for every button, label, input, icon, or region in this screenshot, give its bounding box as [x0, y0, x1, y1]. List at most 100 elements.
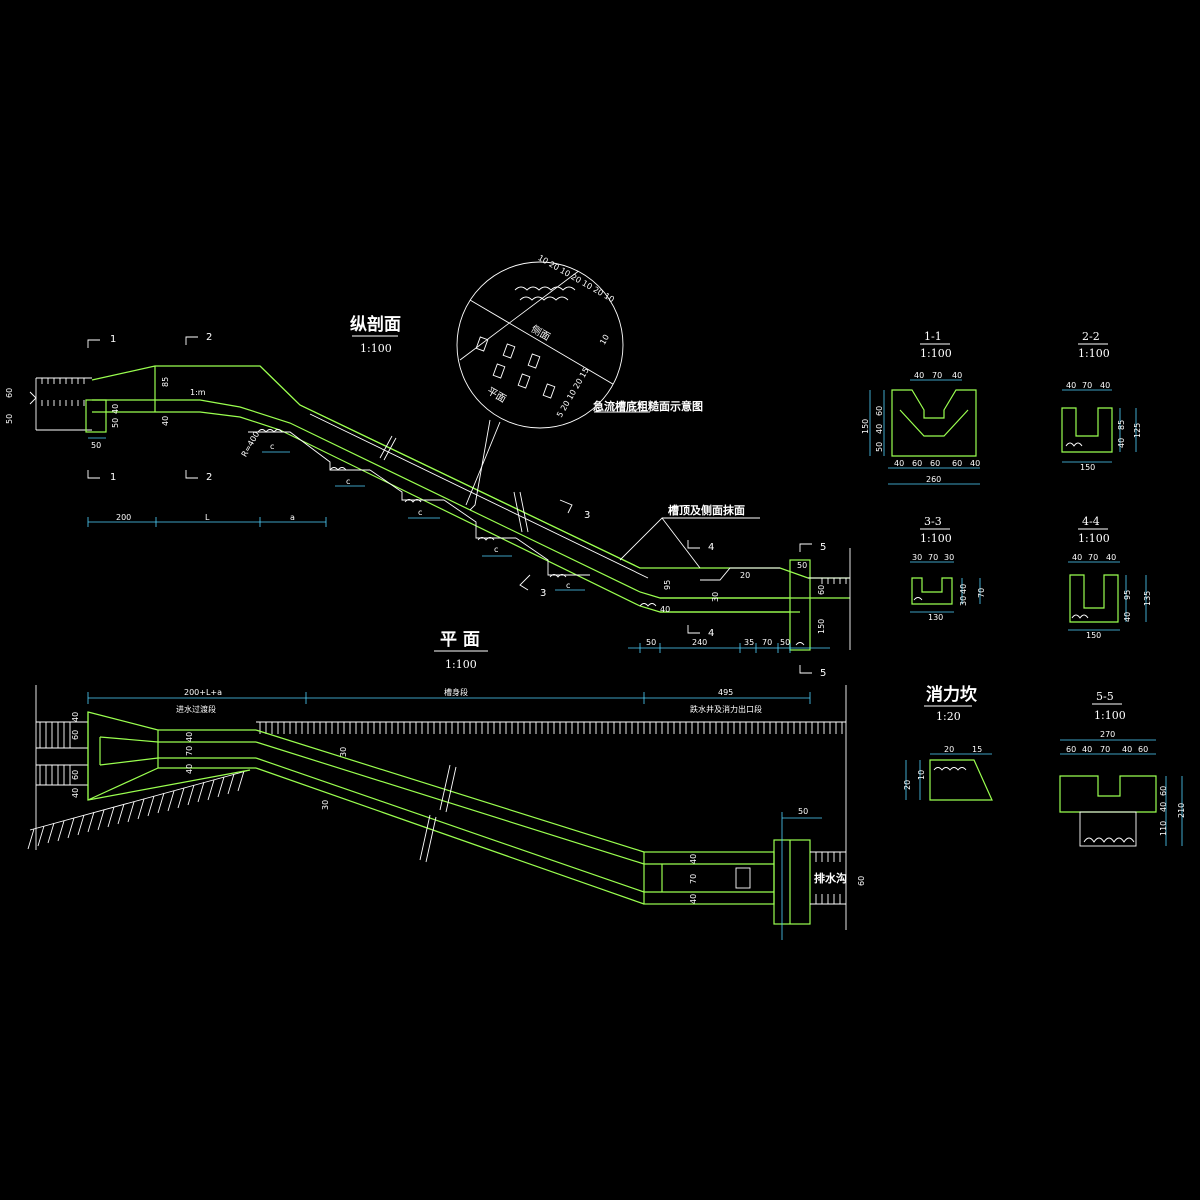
s44-right-2: 135	[1143, 591, 1152, 606]
s33-top-2: 30	[944, 553, 954, 562]
s55-title: 5-5	[1096, 690, 1114, 703]
detail-side-label: 侧面	[529, 322, 553, 343]
s55-right-0: 60	[1159, 786, 1168, 796]
section-5-5: 5-5 1:100 270 60 40 70 40 60 60 40 110 2…	[1059, 690, 1186, 847]
section-4-4: 4-4 1:100 40 70 40 150 95 40 135	[1068, 515, 1152, 640]
plan-right-60: 60	[857, 876, 866, 886]
profile-bot-35: 35	[744, 638, 754, 647]
plan-outlet	[643, 685, 847, 930]
s55-total: 270	[1100, 730, 1115, 739]
s11-dims: 40 70 40 40 60 60 60 40 260 60 40 50 150	[861, 371, 980, 485]
sill-left-0: 10	[917, 770, 926, 780]
section-mark-2-top: 2	[206, 332, 212, 343]
s11-left-3: 150	[861, 419, 870, 434]
detail-title: 急流槽底粗糙面示意图	[593, 399, 703, 413]
profile-dim-60: 60	[5, 388, 14, 398]
plan-drain-label: 排水沟	[814, 871, 847, 885]
plan-view: 平 面 1:100 200+L+a 槽身段 495 进水过渡段 跌水井及消力出口…	[27, 630, 866, 940]
plan-chute-30b: 30	[321, 800, 330, 810]
plan-top-body: 槽身段	[444, 687, 468, 697]
left-ground-hatch	[29, 377, 92, 431]
plan-seg3: 跌水井及消力出口段	[690, 704, 762, 714]
plan-top-495: 495	[718, 688, 733, 697]
section-mark-5-bot: 5	[820, 668, 826, 679]
plan-inlet	[87, 711, 256, 801]
s44-bot: 150	[1086, 631, 1101, 640]
energy-sill: 消力坎 1:20 20 15 10 20	[903, 684, 993, 801]
profile-dim-L: L	[205, 513, 210, 522]
s11-title: 1-1	[924, 330, 942, 343]
s22-right-2: 125	[1133, 423, 1142, 438]
s11-top-2: 40	[952, 371, 962, 380]
profile-dim-50r: 50	[797, 561, 807, 570]
profile-dim-50: 50	[5, 414, 14, 424]
profile-dim-40: 40	[111, 404, 120, 414]
plan-left-40a: 40	[71, 712, 80, 722]
s44-scale: 1:100	[1078, 532, 1110, 545]
profile-dim-85: 85	[161, 377, 170, 387]
s11-left-2: 50	[875, 442, 884, 452]
plan-chute	[255, 729, 645, 905]
s55-right-3: 210	[1177, 803, 1186, 818]
plan-inlet-40a: 40	[185, 732, 194, 742]
s11-scale: 1:100	[920, 347, 952, 360]
s11-top-1: 70	[932, 371, 942, 380]
profile-dim-30: 30	[711, 592, 720, 602]
profile-dim-40b: 40	[161, 416, 170, 426]
s33-right-0: 40	[959, 584, 968, 594]
detail-dims-bot: 5 20 10 20 15	[555, 366, 591, 419]
s22-top-1: 70	[1082, 381, 1092, 390]
profile-bot-70: 70	[762, 638, 772, 647]
s11-total: 260	[926, 475, 941, 484]
profile-title: 纵剖面	[350, 314, 401, 335]
s11-bot-2: 60	[930, 459, 940, 468]
s55-right-2: 110	[1159, 821, 1168, 836]
section-2-2: 2-2 1:100 40 70 40 150 85 40 125	[1061, 330, 1142, 472]
s11-left-0: 60	[875, 406, 884, 416]
profile-c4: c	[494, 545, 498, 554]
plan-scale: 1:100	[445, 658, 477, 671]
sill-scale: 1:20	[936, 710, 961, 723]
profile-c2: c	[346, 477, 350, 486]
plan-inlet-70: 70	[185, 746, 194, 756]
section-mark-4-top: 4	[708, 542, 714, 553]
section-mark-1-top: 1	[110, 334, 116, 345]
s55-top-2: 70	[1100, 745, 1110, 754]
profile-footings	[257, 429, 805, 646]
s22-bot: 150	[1080, 463, 1095, 472]
plan-out-40b: 40	[689, 894, 698, 904]
s11-bot-3: 60	[952, 459, 962, 468]
profile-dim-60r: 60	[817, 585, 826, 595]
s44-right-1: 40	[1123, 612, 1132, 622]
plan-left-60b: 60	[71, 770, 80, 780]
s33-top-0: 30	[912, 553, 922, 562]
sill-top-0: 20	[944, 745, 954, 754]
profile-c1: c	[270, 442, 274, 451]
profile-dim-20: 20	[740, 571, 750, 580]
profile-dim-50c: 50	[91, 441, 101, 450]
roughness-detail: 侧面 平面 10 20 10 20 10 20 10 5 20 10 20 15…	[456, 253, 703, 511]
s22-title: 2-2	[1082, 330, 1100, 343]
section-mark-3-bot: 3	[540, 588, 546, 599]
sill-left-1: 20	[903, 780, 912, 790]
plan-out-70: 70	[689, 874, 698, 884]
s22-top-2: 40	[1100, 381, 1110, 390]
profile-c5: c	[566, 581, 570, 590]
outlet-well	[789, 559, 811, 651]
sill-top-1: 15	[972, 745, 982, 754]
s44-top-1: 70	[1088, 553, 1098, 562]
s22-top-0: 40	[1066, 381, 1076, 390]
s33-scale: 1:100	[920, 532, 952, 545]
s33-right-1: 30	[959, 596, 968, 606]
s55-right-1: 40	[1159, 802, 1168, 812]
profile-c3: c	[418, 508, 422, 517]
plan-chute-30a: 30	[339, 747, 348, 757]
plan-right-50: 50	[798, 807, 808, 816]
s55-top-1: 40	[1082, 745, 1092, 754]
s11-bot-1: 60	[912, 459, 922, 468]
s55-scale: 1:100	[1094, 709, 1126, 722]
s33-title: 3-3	[924, 515, 942, 528]
section-mark-4-bot: 4	[708, 628, 714, 639]
s33-top-1: 70	[928, 553, 938, 562]
